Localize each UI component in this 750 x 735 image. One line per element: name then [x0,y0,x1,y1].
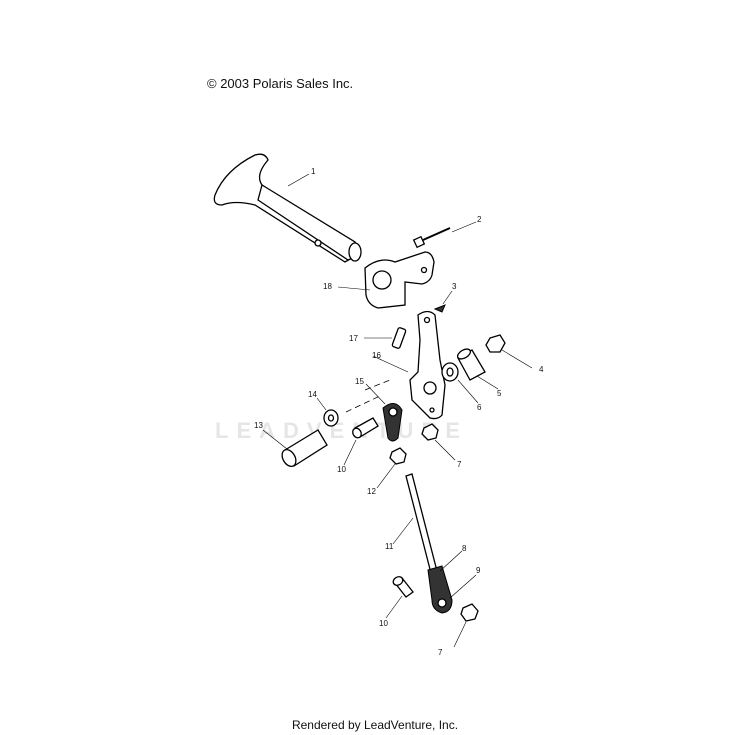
part-13-spacer[interactable] [279,429,328,469]
part-14-washer[interactable] [323,409,339,427]
callout-8: 8 [462,544,467,553]
callout-17: 17 [349,334,358,343]
part-12-nut[interactable] [389,447,407,465]
part-3-clip[interactable] [433,304,446,313]
part-4-nut[interactable] [485,334,506,353]
callout-12: 12 [367,487,376,496]
part-9-rod-end-lower[interactable] [427,565,453,614]
callout-4: 4 [539,365,544,374]
part-7-nut-upper[interactable] [421,423,439,441]
callout-10-lower: 10 [379,619,388,628]
callout-9: 9 [476,566,481,575]
callout-6: 6 [477,403,482,412]
part-6-washer[interactable] [441,362,459,382]
part-7-nut-lower[interactable] [460,603,479,622]
callout-7-lower: 7 [438,648,443,657]
part-15-rod-end[interactable] [382,403,403,442]
callout-2: 2 [477,215,482,224]
part-11-shift-rod[interactable] [405,473,439,578]
part-16-plate[interactable] [409,310,446,420]
callout-11: 11 [385,542,394,551]
callout-1: 1 [311,167,316,176]
callout-14: 14 [308,390,317,399]
part-17-pin[interactable] [391,327,407,349]
callout-18: 18 [323,282,332,291]
leader-lines [262,173,533,648]
part-18-bracket[interactable] [364,251,435,309]
callout-15: 15 [355,377,364,386]
footer-text: Rendered by LeadVenture, Inc. [291,718,459,732]
callout-5: 5 [497,389,502,398]
part-10-bolt-lower[interactable] [392,575,414,598]
callout-7-upper: 7 [457,460,462,469]
callout-16: 16 [372,351,381,360]
assembly-line [345,394,383,413]
assembly-line [364,379,391,391]
copyright-text: © 2003 Polaris Sales Inc. [207,76,354,91]
part-10-bolt-upper[interactable] [351,417,379,439]
callout-3: 3 [452,282,457,291]
callout-13: 13 [254,421,263,430]
callout-10-upper: 10 [337,465,346,474]
part-2-bolt[interactable] [412,227,451,249]
part-5-bushing[interactable] [456,347,486,381]
part-1-shift-lever[interactable] [213,153,362,263]
